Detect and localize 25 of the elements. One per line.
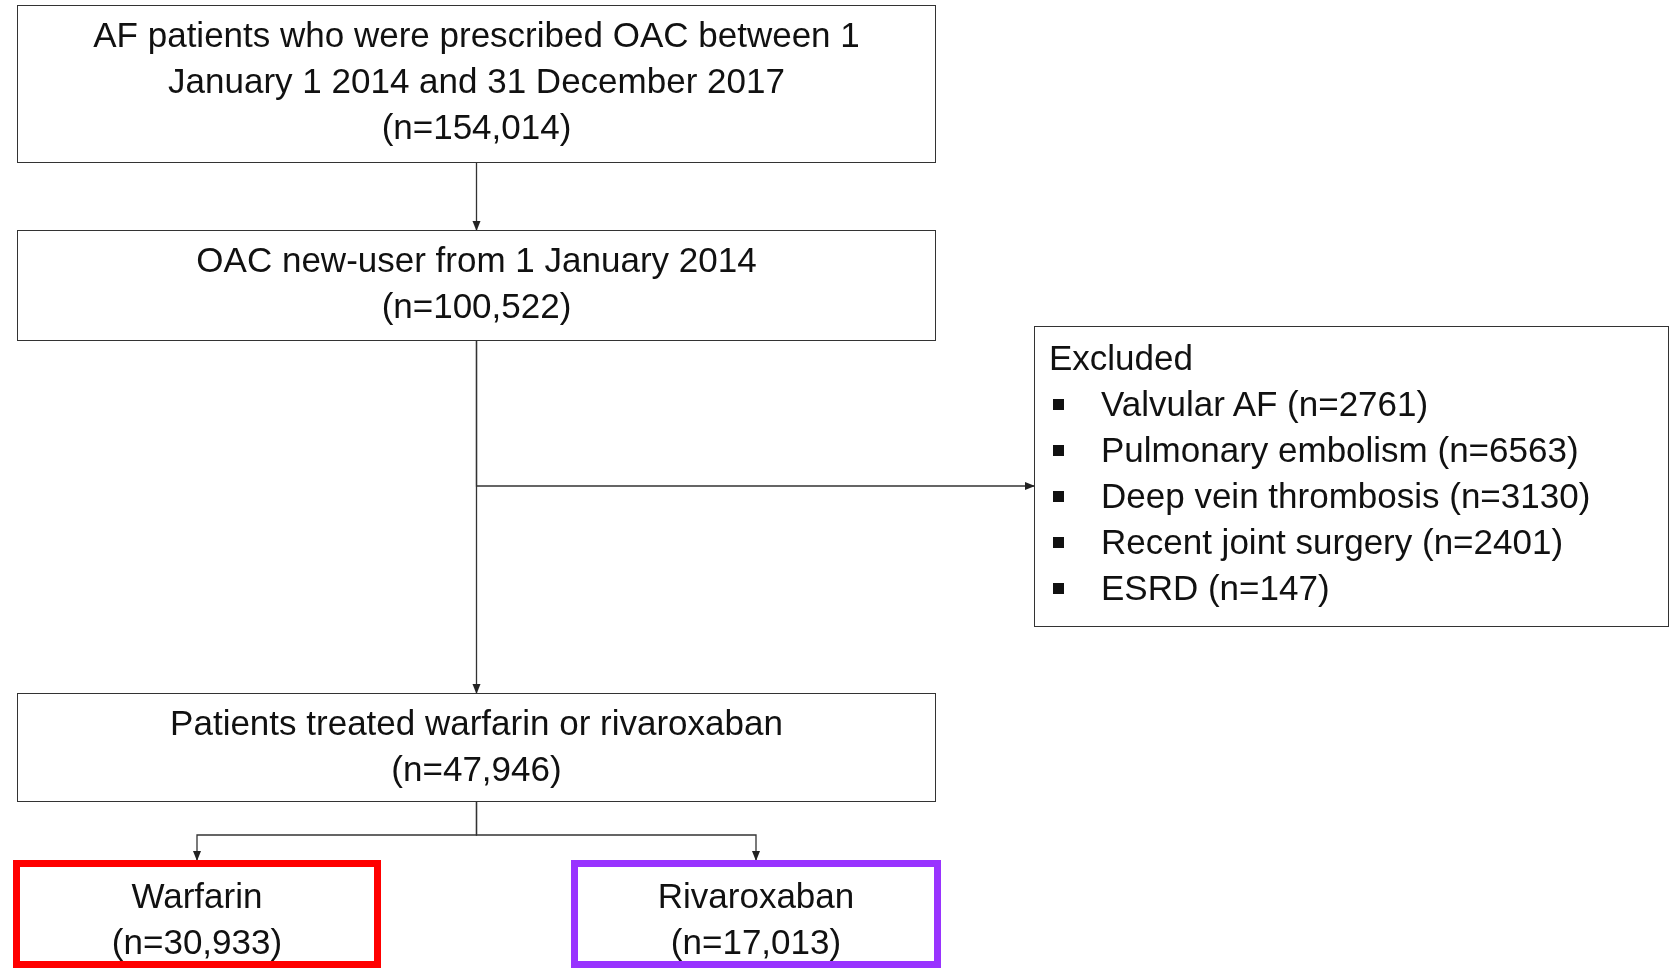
list-item: Deep vein thrombosis (n=3130): [1101, 475, 1591, 517]
box-heading: Patients treated warfarin or rivaroxaban: [170, 702, 783, 744]
box-heading: Rivaroxaban: [657, 875, 855, 917]
arrow: [475, 801, 760, 861]
box-heading: AF patients who were prescribed OAC between 1 January 1 2014 and 31 December 2017: [92, 14, 861, 102]
box-heading: Excluded: [1049, 337, 1193, 379]
box-text: (n=100,522): [381, 285, 572, 327]
process-box: [17, 5, 936, 163]
box-text: (n=30,933): [111, 921, 283, 963]
process-box: [17, 693, 936, 802]
arrow: [472, 162, 481, 231]
box-heading: OAC new-user from 1 January 2014: [196, 239, 757, 281]
process-box: [13, 860, 381, 968]
list-item: ESRD (n=147): [1101, 567, 1330, 609]
list-item: Recent joint surgery (n=2401): [1101, 521, 1564, 563]
box-text: (n=154,014): [381, 106, 572, 148]
process-box: [17, 230, 936, 341]
box-heading: Warfarin: [131, 875, 263, 917]
list-item: Valvular AF (n=2761): [1101, 383, 1429, 425]
box-text: (n=47,946): [391, 748, 562, 790]
exclusion-box: [1034, 326, 1669, 627]
box-text: (n=17,013): [670, 921, 842, 963]
list-item: Pulmonary embolism (n=6563): [1101, 429, 1579, 471]
arrow: [472, 340, 481, 694]
process-box: [571, 860, 941, 968]
